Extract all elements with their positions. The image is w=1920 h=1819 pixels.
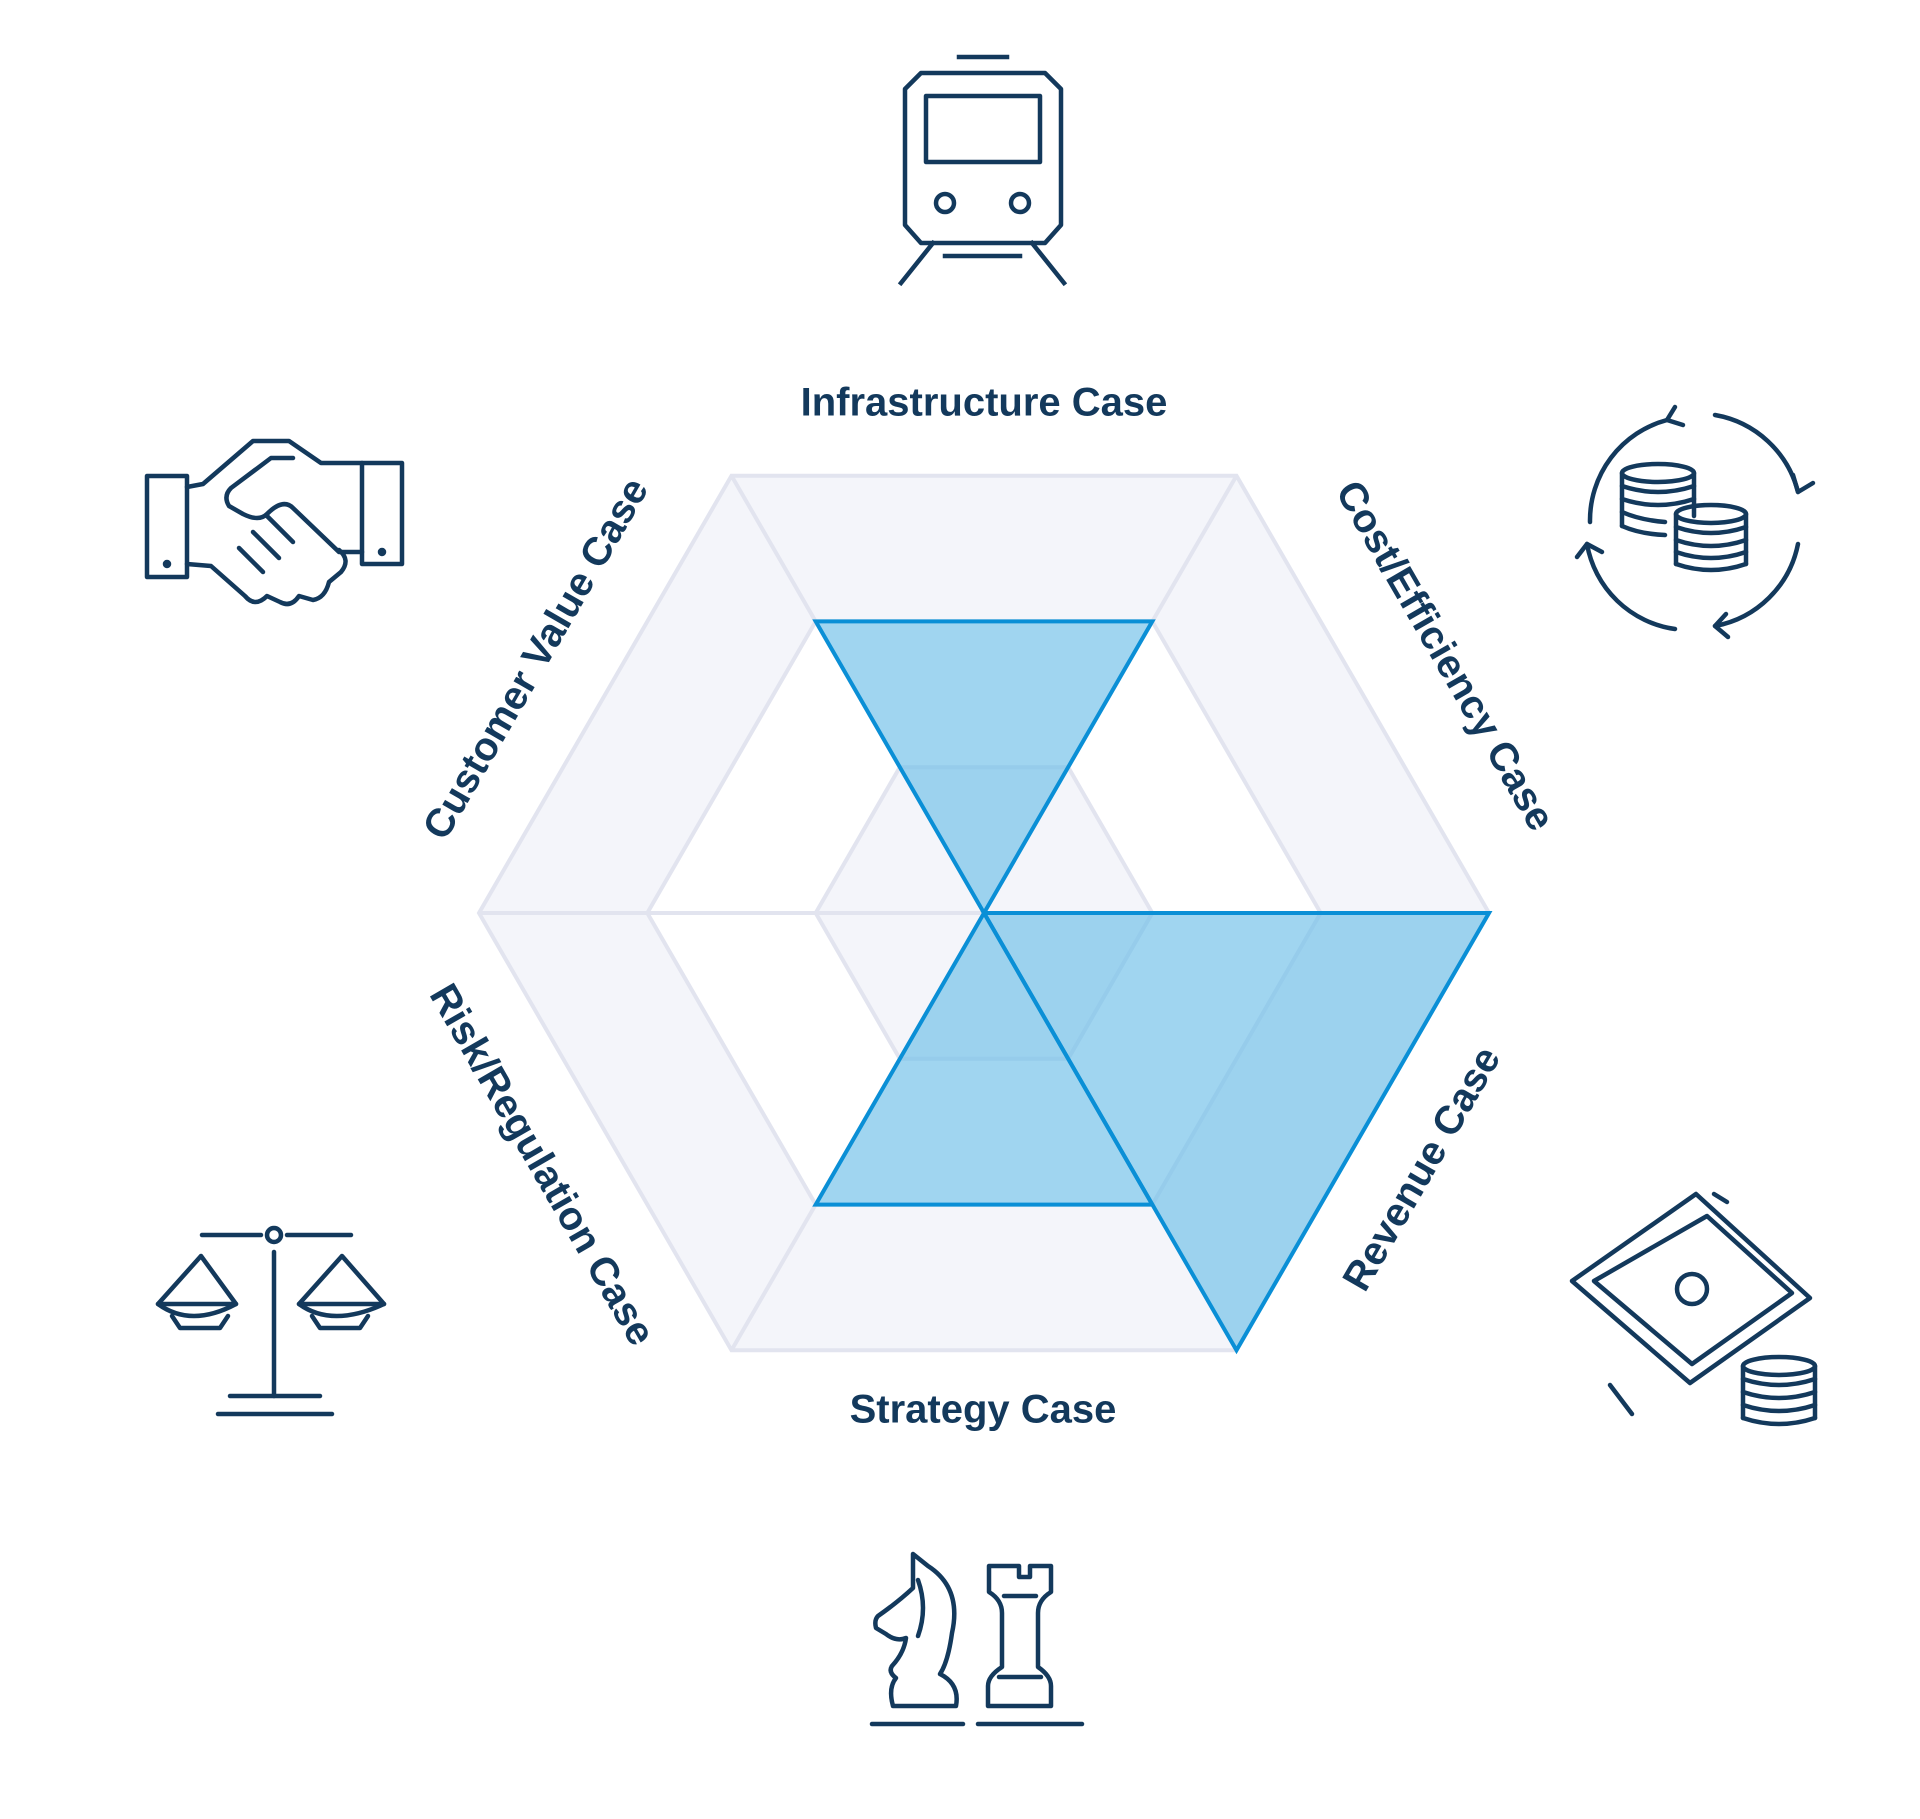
train-icon [895, 50, 1070, 290]
banknote-coins-icon [1562, 1188, 1832, 1436]
coins-cycle-icon [1565, 392, 1823, 646]
chess-pieces-icon [868, 1548, 1092, 1734]
label-infrastructure-case: Infrastructure Case [801, 381, 1168, 425]
score-triangle-revenue [812, 908, 1156, 1207]
handshake-icon [143, 436, 408, 614]
score-triangles [812, 619, 1493, 1355]
balance-scale-icon [146, 1226, 396, 1426]
label-strategy-case: Strategy Case [850, 1388, 1117, 1432]
score-triangle-customer-value [812, 619, 1156, 918]
